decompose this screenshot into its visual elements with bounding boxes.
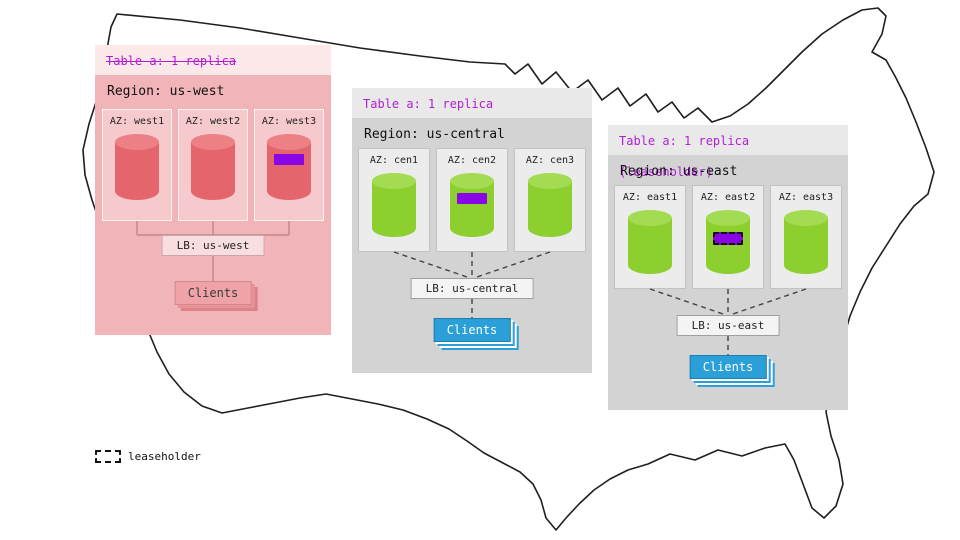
database-cylinder xyxy=(372,173,416,237)
table-banner-us-west: Table a: 1 replica xyxy=(95,45,331,75)
database-cylinder xyxy=(191,134,235,200)
database-cylinder xyxy=(450,173,494,237)
table-banner-us-central: Table a: 1 replica xyxy=(352,88,592,118)
az-box-east2: AZ: east2 xyxy=(692,185,764,289)
az-box-east1: AZ: east1 xyxy=(614,185,686,289)
replica-marker xyxy=(274,154,304,165)
database-cylinder xyxy=(267,134,311,200)
table-label-us-east: Table a: 1 replica (leaseholder) xyxy=(619,134,750,179)
az-label: AZ: east3 xyxy=(778,192,834,203)
load-balancer-us-west: LB: us-west xyxy=(161,235,265,256)
database-cylinder xyxy=(628,210,672,274)
database-cylinder xyxy=(115,134,159,200)
az-box-west3: AZ: west3 xyxy=(254,109,324,221)
az-label: AZ: west1 xyxy=(109,116,165,127)
az-label: AZ: cen2 xyxy=(447,155,497,166)
load-balancer-us-east: LB: us-east xyxy=(676,315,780,336)
replica-marker xyxy=(457,193,487,204)
az-box-cen2: AZ: cen2 xyxy=(436,148,508,252)
az-label: AZ: east1 xyxy=(622,192,678,203)
table-banner-us-east: Table a: 1 replica (leaseholder) xyxy=(608,125,848,179)
az-label: AZ: west2 xyxy=(185,116,241,127)
az-row-us-east: AZ: east1 AZ: east2 AZ: east3 xyxy=(614,185,842,289)
leaseholder-marker xyxy=(713,232,743,245)
clients-box-us-central: Clients xyxy=(433,318,511,342)
az-box-west2: AZ: west2 xyxy=(178,109,248,221)
az-label: AZ: cen1 xyxy=(369,155,419,166)
region-us-east: Table a: 1 replica (leaseholder) Region:… xyxy=(608,125,848,410)
legend-label: leaseholder xyxy=(128,450,201,463)
table-label-us-central: Table a: 1 replica xyxy=(363,97,494,111)
clients-box-us-west: Clients xyxy=(174,281,252,305)
legend: leaseholder xyxy=(95,450,201,463)
az-row-us-west: AZ: west1 AZ: west2 AZ: west3 xyxy=(102,109,324,221)
database-cylinder xyxy=(528,173,572,237)
az-box-cen1: AZ: cen1 xyxy=(358,148,430,252)
load-balancer-us-central: LB: us-central xyxy=(410,278,534,299)
az-box-cen3: AZ: cen3 xyxy=(514,148,586,252)
database-cylinder xyxy=(784,210,828,274)
table-label-us-west: Table a: 1 replica xyxy=(106,54,237,68)
region-title-us-east: Region: us-east xyxy=(620,164,738,179)
az-box-east3: AZ: east3 xyxy=(770,185,842,289)
region-title-us-west: Region: us-west xyxy=(107,84,225,99)
region-us-central: Table a: 1 replica Region: us-central AZ… xyxy=(352,88,592,373)
clients-box-us-east: Clients xyxy=(689,355,767,379)
region-title-us-central: Region: us-central xyxy=(364,127,505,142)
az-label: AZ: west3 xyxy=(261,116,317,127)
leaseholder-swatch xyxy=(95,450,121,463)
az-label: AZ: east2 xyxy=(700,192,756,203)
az-box-west1: AZ: west1 xyxy=(102,109,172,221)
az-row-us-central: AZ: cen1 AZ: cen2 AZ: cen3 xyxy=(358,148,586,252)
region-us-west: Table a: 1 replica Region: us-west AZ: w… xyxy=(95,45,331,335)
az-label: AZ: cen3 xyxy=(525,155,575,166)
